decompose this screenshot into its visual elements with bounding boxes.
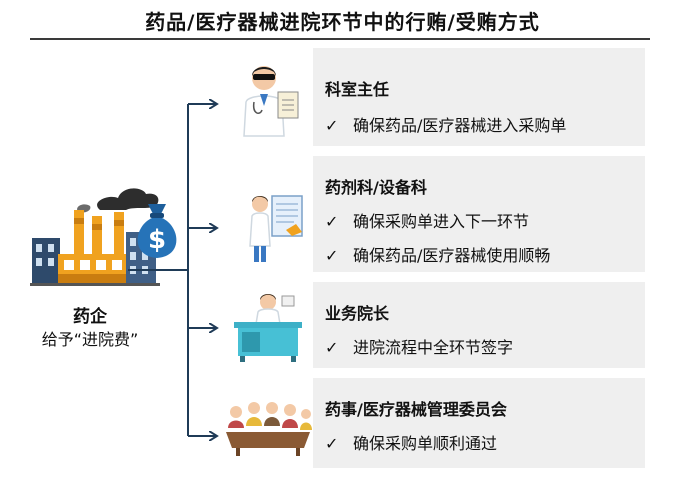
check-icon: ✓: [325, 434, 339, 453]
card-item: ✓ 确保采购单顺利通过: [325, 430, 497, 454]
diagram-title: 药品/医疗器械进院环节中的行贿/受贿方式: [145, 10, 540, 34]
check-icon: ✓: [325, 212, 339, 231]
card-pharmacy-equipment: 药剂科/设备科 ✓ 确保采购单进入下一环节 ✓ 确保药品/医疗器械使用顺畅: [313, 156, 645, 272]
item-text: 确保采购单进入下一环节: [353, 212, 530, 231]
card-vice-president: 业务院长 ✓ 进院流程中全环节签字: [313, 282, 645, 368]
role-title: 科室主任: [325, 80, 390, 99]
card-item: ✓ 确保药品/医疗器械进入采购单: [325, 112, 566, 136]
dollar-sign: $: [148, 225, 166, 255]
item-text: 确保药品/医疗器械使用顺畅: [353, 246, 551, 265]
title-divider: [30, 38, 650, 40]
card-item: ✓ 确保药品/医疗器械使用顺畅: [325, 242, 550, 266]
money-bag-icon: $: [137, 204, 177, 258]
company-action: 给予“进院费”: [41, 330, 139, 349]
company-label: 药企: [73, 307, 107, 327]
pharmacy-staff-icon: [249, 195, 303, 262]
card-item: ✓ 确保采购单进入下一环节: [325, 208, 529, 232]
check-icon: ✓: [325, 116, 339, 135]
item-text: 确保采购单顺利通过: [353, 434, 498, 453]
factory-icon: [30, 188, 160, 286]
committee-icon: [226, 402, 312, 456]
card-item: ✓ 进院流程中全环节签字: [325, 334, 513, 358]
card-committee: 药事/医疗器械管理委员会 ✓ 确保采购单顺利通过: [313, 378, 645, 468]
check-icon: ✓: [325, 338, 339, 357]
card-department-director: 科室主任 ✓ 确保药品/医疗器械进入采购单: [313, 48, 645, 146]
role-title: 药事/医疗器械管理委员会: [325, 400, 507, 419]
role-title: 业务院长: [325, 304, 390, 323]
item-text: 进院流程中全环节签字: [353, 338, 514, 357]
department-director-icon: [243, 66, 299, 137]
vice-president-icon: [234, 294, 302, 362]
role-title: 药剂科/设备科: [325, 178, 427, 197]
item-text: 确保药品/医疗器械进入采购单: [353, 116, 567, 135]
check-icon: ✓: [325, 246, 339, 265]
